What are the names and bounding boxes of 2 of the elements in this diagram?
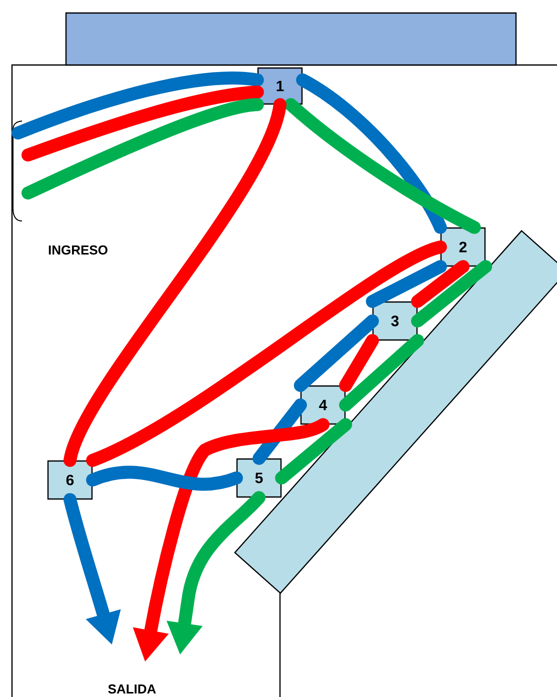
area-label: SALIDA: [108, 684, 156, 694]
area-label: INGRESO: [48, 245, 108, 255]
